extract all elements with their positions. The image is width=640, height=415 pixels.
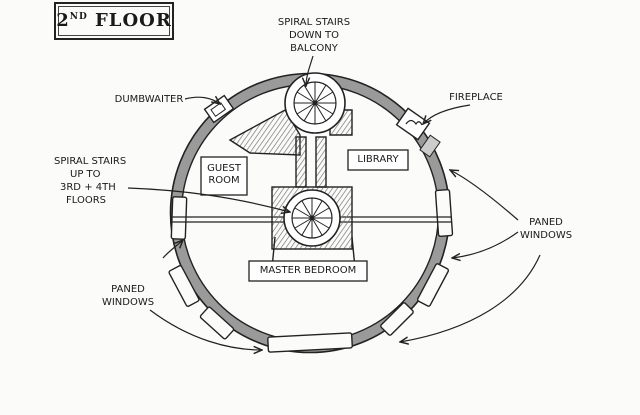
- callout-leaders: [127, 55, 541, 350]
- callout-line: WINDOWS: [101, 297, 155, 308]
- dumbwaiter-label: DUMBWAITER: [114, 94, 184, 105]
- callout-line: SPIRAL STAIRS: [54, 156, 127, 167]
- spiral-stairs-up-label: SPIRAL STAIRS UP TO 3RD + 4TH FLOORS: [54, 155, 146, 207]
- spiral-stairs-down-label: SPIRAL STAIRS DOWN TO BALCONY: [268, 16, 360, 55]
- callout-line: DOWN TO: [288, 30, 340, 41]
- spiral-stairs-up: [283, 189, 341, 247]
- paned-windows-left-label: PANED WINDOWS: [92, 283, 164, 309]
- room-label-line: ROOM: [208, 175, 240, 186]
- title-number: 2: [56, 10, 70, 31]
- callout-line: WINDOWS: [519, 230, 573, 241]
- callout-line: PANED: [529, 217, 563, 228]
- paned-windows-right-label: PANED WINDOWS: [510, 216, 582, 242]
- title-word: FLOOR: [95, 10, 172, 31]
- callout-line: BALCONY: [290, 43, 338, 54]
- callout-line: PANED: [111, 284, 145, 295]
- fireplace-hearth: [395, 107, 441, 158]
- callout-line: FLOORS: [66, 195, 107, 206]
- master-bedroom-label: MASTER BEDROOM: [259, 265, 357, 276]
- callout-line: SPIRAL STAIRS: [277, 17, 351, 28]
- room-label-line: GUEST: [207, 163, 241, 174]
- fireplace-label: FIREPLACE: [449, 92, 503, 103]
- guest-room-label: GUEST ROOM: [201, 163, 247, 187]
- callout-line: UP TO: [70, 169, 101, 180]
- room-label-boxes: [200, 149, 409, 282]
- library-label: LIBRARY: [357, 154, 399, 165]
- title-suffix: ND: [69, 12, 88, 22]
- spiral-stairs-down: [284, 72, 346, 134]
- drawing-title: 2ND FLOOR: [54, 2, 174, 40]
- callout-line: 3RD + 4TH: [60, 182, 116, 193]
- paned-window-openings: [168, 189, 454, 353]
